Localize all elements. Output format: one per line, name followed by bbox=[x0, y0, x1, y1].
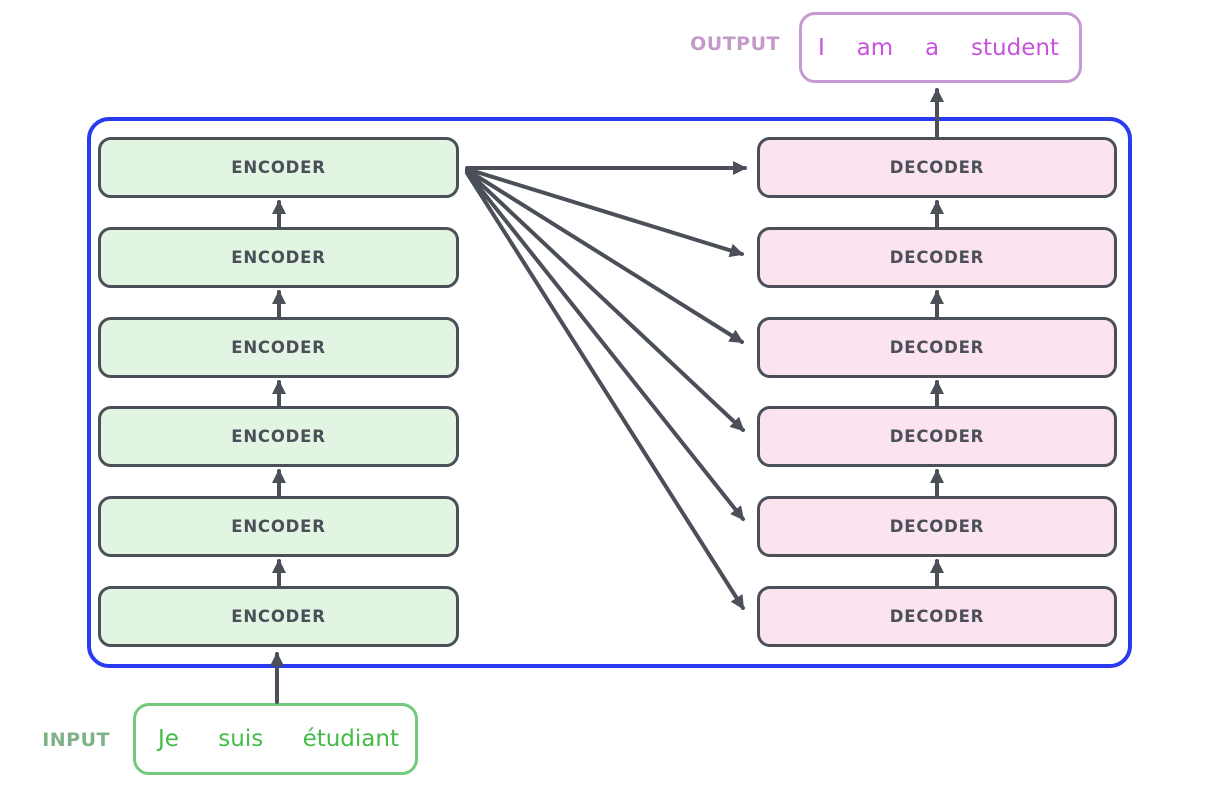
decoder-label: DECODER bbox=[889, 158, 985, 177]
output-word: I bbox=[818, 34, 825, 61]
decoder-label: DECODER bbox=[889, 338, 985, 357]
encoder-block-2: ENCODER bbox=[98, 227, 459, 288]
encoder-label: ENCODER bbox=[231, 158, 326, 177]
encoder-block-3: ENCODER bbox=[98, 317, 459, 378]
input-word: Je bbox=[158, 726, 179, 752]
input-label: INPUT bbox=[42, 729, 110, 751]
decoder-block-4: DECODER bbox=[757, 406, 1117, 467]
input-word: étudiant bbox=[302, 726, 399, 752]
decoder-block-6: DECODER bbox=[757, 586, 1117, 647]
encoder-label: ENCODER bbox=[231, 338, 326, 357]
output-label: OUTPUT bbox=[690, 33, 780, 55]
encoder-block-6: ENCODER bbox=[98, 586, 459, 647]
encoder-decoder-container-frame bbox=[87, 117, 1132, 668]
output-word: a bbox=[925, 34, 940, 61]
input-sentence-box: Je suis étudiant bbox=[133, 703, 418, 775]
encoder-block-5: ENCODER bbox=[98, 496, 459, 557]
output-word: student bbox=[971, 34, 1059, 61]
decoder-block-3: DECODER bbox=[757, 317, 1117, 378]
decoder-label: DECODER bbox=[889, 248, 985, 267]
output-sentence-box: I am a student bbox=[799, 12, 1082, 83]
decoder-label: DECODER bbox=[889, 607, 985, 626]
encoder-block-4: ENCODER bbox=[98, 406, 459, 467]
decoder-block-5: DECODER bbox=[757, 496, 1117, 557]
encoder-block-1: ENCODER bbox=[98, 137, 459, 198]
encoder-label: ENCODER bbox=[231, 517, 326, 536]
encoder-label: ENCODER bbox=[231, 248, 326, 267]
input-word: suis bbox=[218, 726, 264, 752]
encoder-label: ENCODER bbox=[231, 427, 326, 446]
decoder-block-2: DECODER bbox=[757, 227, 1117, 288]
output-word: am bbox=[856, 34, 894, 61]
decoder-label: DECODER bbox=[889, 517, 985, 536]
decoder-label: DECODER bbox=[889, 427, 985, 446]
decoder-block-1: DECODER bbox=[757, 137, 1117, 198]
encoder-label: ENCODER bbox=[231, 607, 326, 626]
